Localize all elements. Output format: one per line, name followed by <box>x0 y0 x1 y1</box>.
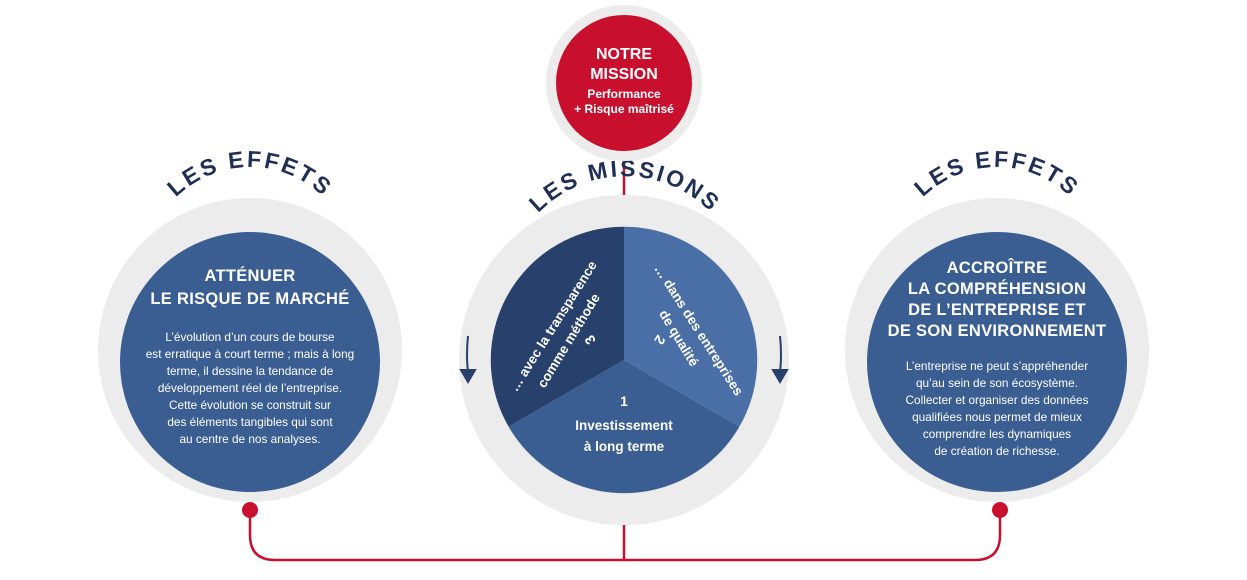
right-heading-line1: ACCROÎTRE <box>947 258 1048 277</box>
segment-2 <box>624 226 758 427</box>
left-body-line: terme, il dessine la tendance de <box>167 364 334 378</box>
left-arc-title: LES EFFETS <box>162 146 338 201</box>
right-effect-circle: LES EFFETS ACCROÎTRE LA COMPRÉHENSION DE… <box>845 146 1149 518</box>
left-connector-dot <box>242 502 258 518</box>
mission-sub-line2: + Risque maîtrisé <box>574 102 674 116</box>
mission-sub-line1: Performance <box>587 87 661 101</box>
mission-red-disc <box>556 15 692 151</box>
left-heading-line1: ATTÉNUER <box>204 266 295 285</box>
mission-title-line1: NOTRE <box>596 46 652 63</box>
right-rotation-arrow-icon <box>771 335 789 384</box>
left-body-line: est erratique à court terme ; mais à lon… <box>146 347 355 361</box>
segment-1-number: 1 <box>620 393 628 409</box>
right-body-line: qualifiées nous permet de mieux <box>912 410 1082 424</box>
mission-title-line2: MISSION <box>590 66 658 83</box>
center-missions-circle: LES MISSIONS 1 Investissement à long ter… <box>459 155 789 525</box>
left-body-line: au centre de nos analyses. <box>180 432 321 446</box>
right-connector-dot <box>992 502 1008 518</box>
left-body-text: L’évolution d’un cours de bourse est err… <box>146 330 355 446</box>
right-heading-line2: LA COMPRÉHENSION <box>908 279 1086 298</box>
left-effect-circle: LES EFFETS ATTÉNUER LE RISQUE DE MARCHÉ … <box>98 146 402 518</box>
segment-1-line1: Investissement <box>575 418 673 433</box>
right-arc-title: LES EFFETS <box>909 146 1085 201</box>
right-body-text: L’entreprise ne peut s’appréhender qu’au… <box>906 359 1089 458</box>
left-inner-disc <box>120 232 380 492</box>
left-heading-line2: LE RISQUE DE MARCHÉ <box>150 289 349 308</box>
left-body-line: L’évolution d’un cours de bourse <box>165 330 335 344</box>
right-body-line: de création de richesse. <box>934 444 1059 458</box>
right-body-line: comprendre les dynamiques <box>923 427 1071 441</box>
right-heading-line3: DE L’ENTREPRISE ET <box>908 301 1086 319</box>
right-body-line: Collecter et organiser des données <box>906 393 1089 407</box>
notre-mission-badge: NOTRE MISSION Performance + Risque maîtr… <box>546 5 702 161</box>
left-rotation-arrow-icon <box>459 335 477 384</box>
right-body-line: L’entreprise ne peut s’appréhender <box>906 359 1088 373</box>
segment-1-line2: à long terme <box>584 439 665 454</box>
left-body-line: des éléments tangibles qui sont <box>167 415 333 429</box>
right-body-line: qu’au sein de son écosystème. <box>916 376 1078 390</box>
segment-3 <box>490 226 624 427</box>
right-heading-line4: DE SON ENVIRONNEMENT <box>888 322 1107 340</box>
left-body-line: Cette évolution se construit sur <box>169 398 331 412</box>
connector-lines <box>248 160 1002 562</box>
left-body-line: développement réel de l’entreprise. <box>158 381 342 395</box>
right-inner-disc <box>867 232 1127 492</box>
segment-1 <box>508 360 740 494</box>
